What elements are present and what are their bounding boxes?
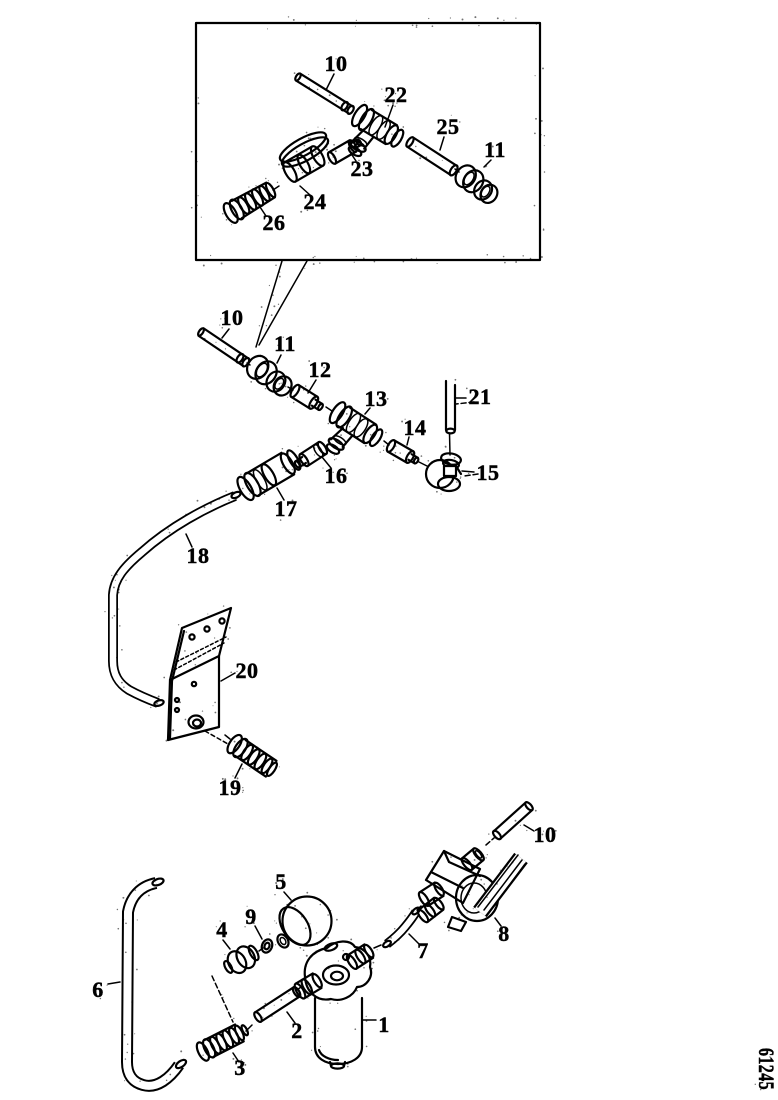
svg-text:26: 26 [263,210,286,235]
svg-text:5: 5 [275,869,287,894]
svg-text:61245: 61245 [754,1048,778,1090]
svg-text:22: 22 [385,82,408,107]
svg-text:7: 7 [417,938,429,963]
svg-text:25: 25 [437,114,460,139]
svg-text:9: 9 [245,904,257,929]
svg-text:8: 8 [498,921,510,946]
svg-text:15: 15 [477,460,500,485]
svg-text:23: 23 [351,156,374,181]
svg-text:4: 4 [216,917,228,942]
svg-text:10: 10 [534,822,557,847]
svg-text:24: 24 [304,189,327,214]
svg-text:21: 21 [469,384,492,409]
svg-text:3: 3 [234,1055,246,1080]
svg-text:11: 11 [484,137,506,162]
svg-text:20: 20 [236,658,259,683]
svg-text:17: 17 [275,496,298,521]
svg-text:14: 14 [404,415,427,440]
svg-text:10: 10 [221,305,244,330]
svg-text:13: 13 [365,386,388,411]
svg-text:10: 10 [325,51,348,76]
svg-text:2: 2 [291,1018,303,1043]
svg-text:6: 6 [92,977,104,1002]
svg-text:1: 1 [378,1012,390,1037]
svg-text:16: 16 [325,463,348,488]
svg-text:11: 11 [274,331,296,356]
svg-text:12: 12 [309,357,332,382]
svg-text:19: 19 [219,775,242,800]
svg-text:18: 18 [187,543,210,568]
